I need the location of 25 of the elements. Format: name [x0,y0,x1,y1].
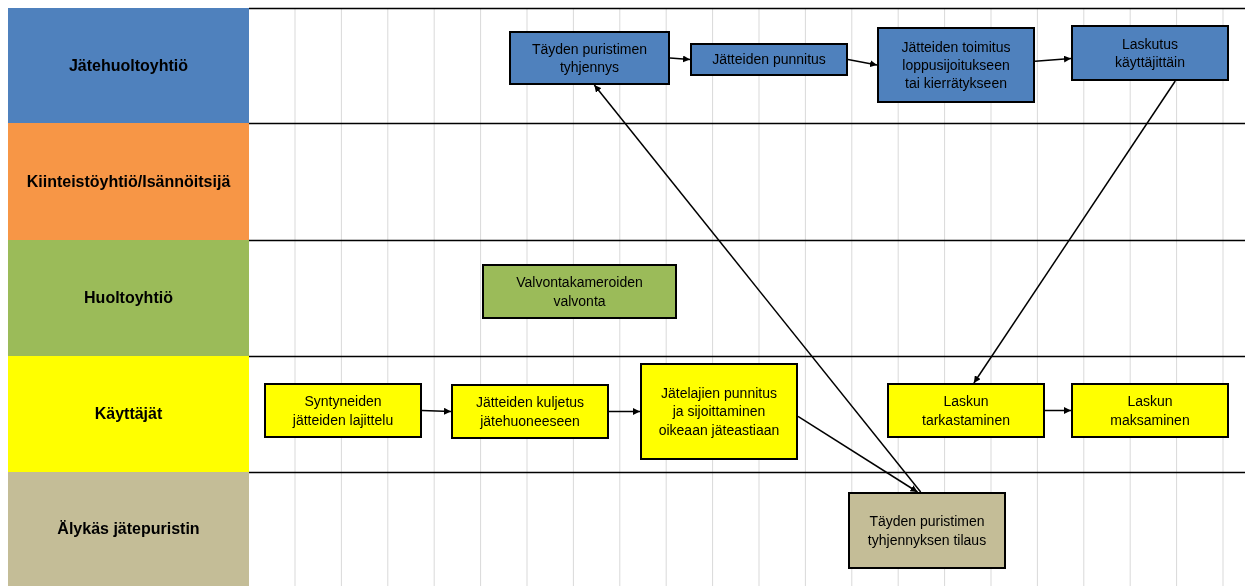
arrow [1044,407,1072,414]
arrow [973,80,1177,384]
arrow [1034,55,1072,63]
process-box: Jätelajien punnitus ja sijoittaminen oikeaan jäteastiaan [640,363,798,460]
arrow [421,407,452,415]
arrow [593,84,922,493]
process-box: Täyden puristimen tyhjennys [509,31,670,85]
process-box: Jätteiden punnitus [690,43,848,76]
process-box: Jätteiden kuljetus jätehuoneeseen [451,384,609,439]
swimlane-header: Kiinteistöyhtiö/Isännöitsijä [8,123,249,240]
swimlane-header: Käyttäjät [8,356,249,472]
arrow [847,58,878,68]
arrow [797,415,919,493]
process-box: Syntyneiden jätteiden lajittelu [264,383,422,438]
swimlane-header: Älykäs jätepuristin [8,472,249,586]
swimlane-header: Jätehuoltoyhtiö [8,8,249,123]
process-box: Jätteiden toimitus loppusijoitukseen tai kierrätykseen [877,27,1035,103]
process-box: Laskun maksaminen [1071,383,1229,438]
process-box: Laskutus käyttäjittäin [1071,25,1229,81]
process-box: Valvontakameroiden valvonta [482,264,677,319]
swimlane-header: Huoltoyhtiö [8,240,249,356]
process-box: Laskun tarkastaminen [887,383,1045,438]
process-box: Täyden puristimen tyhjennyksen tilaus [848,492,1006,569]
arrow [669,55,691,63]
arrow [608,408,641,415]
